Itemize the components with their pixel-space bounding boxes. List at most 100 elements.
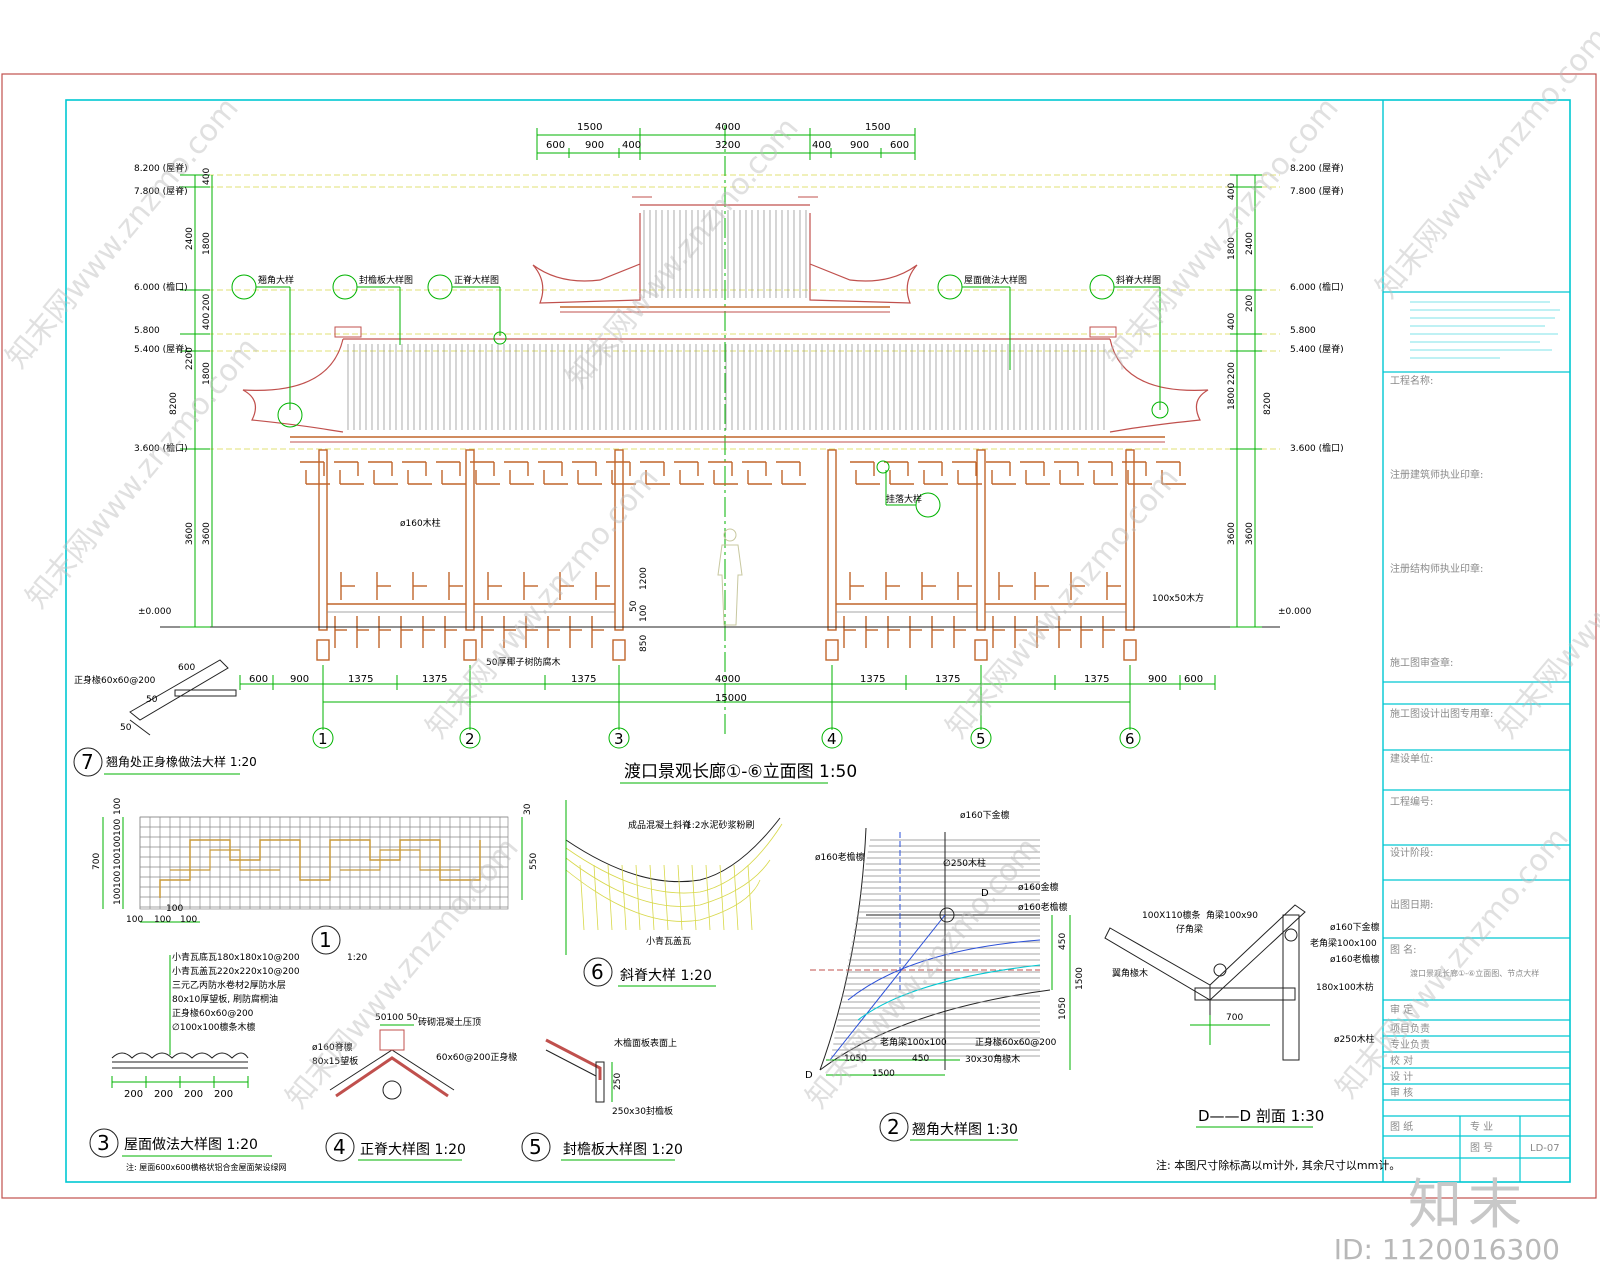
detail7-dim-2: 50 <box>146 695 158 705</box>
axis-bubbles <box>312 727 1141 749</box>
callout-seat-left: 50厚椰子树防腐木 <box>486 656 560 668</box>
main-roof <box>242 326 1209 443</box>
titleblock-notes <box>1410 301 1560 359</box>
tb-bottom-1: 图 纸 <box>1390 1120 1413 1133</box>
top-dims <box>536 128 916 160</box>
detail1-vdim-6: 100 <box>113 888 123 905</box>
detail3-layer-5: 正身椽60x60@200 <box>172 1007 254 1019</box>
sectiond-label-1: 100X110檩条 <box>1142 909 1201 921</box>
vdim-left-4: 200 <box>202 294 212 311</box>
dim-lines-left <box>180 174 213 628</box>
callout-leaders <box>231 274 1169 518</box>
detail2-dim-3: 1050 <box>1058 997 1068 1020</box>
top-dim-2f: 900 <box>850 140 869 151</box>
detail1-vdim-1: 100 <box>113 798 123 815</box>
detail-7 <box>73 659 237 777</box>
top-dim-2a: 600 <box>546 140 565 151</box>
bottom-dims <box>239 665 1216 730</box>
detail6-label-2: 1:2水泥砂浆粉刷 <box>686 819 755 831</box>
tb-role-1: 审 定 <box>1390 1003 1413 1016</box>
vdim-left-10: 3600 <box>202 522 212 545</box>
detail2-dim-4: 1050 <box>844 1054 867 1064</box>
svg-text:知末网www.znzmo.com: 知末网www.znzmo.com <box>19 331 265 615</box>
dim-lines-right <box>1230 174 1262 628</box>
vdim-right-1: 400 <box>1227 183 1237 200</box>
detail1-hdim-1: 100 <box>126 915 143 925</box>
detail-6 <box>565 800 783 987</box>
detail2-label-6: 正身椽60x60@200 <box>975 1036 1057 1048</box>
detail2-marker-1: D <box>981 888 989 899</box>
callout-c3: 正脊大样图 <box>454 274 499 286</box>
sectiond-label-9: ø250木柱 <box>1334 1033 1375 1045</box>
detail5-dim: 250 <box>613 1073 623 1090</box>
detail1-num: 1 <box>319 928 332 952</box>
detail3-layer-3: 三元乙丙防水卷材2厚防水层 <box>172 979 286 991</box>
vdim-right-3: 1800 <box>1227 237 1237 260</box>
tb-row-1: 工程名称: <box>1390 374 1433 387</box>
detail-5 <box>521 1038 613 1162</box>
tb-role-3: 专业负责 <box>1390 1038 1430 1051</box>
tb-bottom-2: 专 业 <box>1470 1120 1493 1133</box>
inner-frame <box>65 99 1571 1183</box>
detail4-num: 4 <box>333 1135 346 1159</box>
tb-row-7: 工程编号: <box>1390 795 1433 808</box>
detail7-title: 翘角处正身橡做法大样 1:20 <box>106 754 257 769</box>
detail3-dim-4: 200 <box>214 1089 233 1100</box>
tb-bottom-3: 图 号 <box>1470 1142 1493 1154</box>
detail4-cap: 砖砌混凝土压顶 <box>418 1016 481 1028</box>
detail6-label-3: 小青瓦盖瓦 <box>646 935 691 947</box>
sectiond-dim: 700 <box>1226 1013 1243 1023</box>
detail4-label-1: ø160脊檩 <box>312 1041 353 1053</box>
detail2-title: 翘角大样图 1:30 <box>912 1122 1018 1138</box>
level-right-4: 5.800 <box>1290 326 1316 336</box>
detail4-label-2: 80x15望板 <box>312 1055 358 1067</box>
detail3-layer-4: 80x10厚望板, 刷防腐桐油 <box>172 993 278 1005</box>
top-dim-2b: 900 <box>585 140 604 151</box>
vdim-left-3: 1800 <box>202 232 212 255</box>
sectiond-label-5: ø160下金檩 <box>1330 921 1380 933</box>
level-right-2: 7.800 (屋脊) <box>1290 185 1344 197</box>
detail5-label-1: 木檐面板表面上 <box>614 1037 677 1049</box>
human-figure <box>717 528 743 626</box>
callout-c2: 封檐板大样图 <box>359 274 413 286</box>
upper-roof <box>532 196 918 313</box>
vdim-left-5: 400 <box>202 313 212 330</box>
callout-c5: 斜脊大样图 <box>1116 274 1161 286</box>
level-left-4: 5.800 <box>134 326 160 336</box>
axis-5: 5 <box>976 730 986 748</box>
callout-seat-right: 100x50木方 <box>1152 592 1204 604</box>
vdim-left-2: 2400 <box>185 227 195 250</box>
tb-row-8: 设计阶段: <box>1390 846 1433 859</box>
detail1-rdim-1: 30 <box>523 803 533 815</box>
detail-1 <box>102 816 523 955</box>
detail1-vdim-2: 100 <box>113 819 123 836</box>
tb-row-9: 出图日期: <box>1390 898 1433 911</box>
level-left-5: 5.400 (屋脊) <box>134 343 188 355</box>
detail-3 <box>89 955 249 1158</box>
axis-2: 2 <box>465 730 475 748</box>
vdim-left-7: 1800 <box>202 362 212 385</box>
level-right-6: 3.600 (檐口) <box>1290 442 1344 454</box>
detail6-num: 6 <box>591 960 604 984</box>
top-dim-left: 1500 <box>577 122 602 133</box>
detail-2 <box>810 827 1071 1142</box>
level-left-7: ±0.000 <box>138 607 172 617</box>
tb-title-label: 图 名: <box>1390 943 1417 956</box>
top-dim-2d: 3200 <box>715 140 740 151</box>
detail3-layer-1: 小青瓦底瓦180x180x10@200 <box>172 951 300 963</box>
tb-title: 渡口景观长廊①-⑥立面图、节点大样 <box>1410 968 1539 978</box>
main-title: 渡口景观长廊①-⑥立面图 1:50 <box>624 762 857 782</box>
vdim-mid-2: 50 <box>629 600 639 612</box>
tb-role-4: 校 对 <box>1390 1054 1413 1067</box>
detail7-num: 7 <box>81 750 94 774</box>
detail1-vdim-5: 100 <box>113 871 123 888</box>
top-dim-2c: 400 <box>622 140 641 151</box>
vdim-right-4: 200 <box>1245 295 1255 312</box>
top-dim-mid: 4000 <box>715 122 740 133</box>
detail2-label-1: ø160下金檩 <box>960 809 1010 821</box>
vdim-mid-4: 850 <box>639 635 649 652</box>
level-left-1: 8.200 (屋脊) <box>134 162 188 174</box>
bdim-9: 1375 <box>1084 674 1109 685</box>
level-right-7: ±0.000 <box>1278 607 1312 617</box>
